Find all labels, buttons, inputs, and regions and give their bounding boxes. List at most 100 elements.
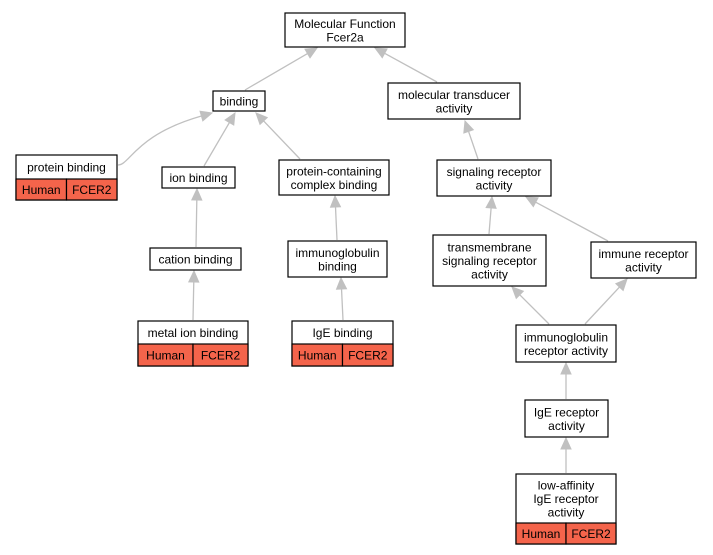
edge-complex-binding-to-binding bbox=[263, 120, 301, 160]
edge-binding-to-root bbox=[244, 52, 308, 91]
node-box bbox=[161, 166, 236, 189]
node-label-line: activity bbox=[625, 260, 662, 274]
edge-cation-binding-to-ion-binding bbox=[195, 199, 198, 248]
arrowhead bbox=[511, 286, 525, 300]
node-label-line: signaling receptor bbox=[447, 165, 542, 179]
arrowhead bbox=[524, 196, 539, 208]
arrowhead bbox=[255, 112, 269, 126]
node-box bbox=[436, 159, 552, 197]
node-label-line: receptor activity bbox=[524, 344, 608, 358]
tag-cell bbox=[65, 178, 118, 201]
edge-immune-receptor-to-signaling-receptor bbox=[535, 201, 609, 242]
tag-cell bbox=[341, 343, 394, 367]
gene-tag: FCER2 bbox=[201, 349, 241, 363]
arrowhead bbox=[329, 194, 342, 208]
node-box bbox=[278, 159, 390, 196]
arrowhead bbox=[199, 110, 214, 122]
arrowhead bbox=[304, 47, 319, 59]
node-label-line: metal ion binding bbox=[148, 326, 239, 340]
edge-ig-receptor-to-tm-signaling bbox=[519, 294, 550, 325]
node-label-line: signaling receptor bbox=[442, 254, 537, 268]
node-box bbox=[590, 241, 697, 279]
arrowhead bbox=[191, 187, 203, 201]
node-box bbox=[149, 247, 242, 271]
node-label-line: activity bbox=[548, 419, 585, 433]
node-label-line: immune receptor bbox=[598, 247, 688, 261]
node-label-line: activity bbox=[548, 506, 585, 520]
node-binding[interactable]: binding bbox=[212, 90, 266, 112]
node-label-line: protein-containing bbox=[286, 164, 381, 178]
tag-cell bbox=[192, 343, 249, 367]
node-label-line: binding bbox=[318, 259, 357, 273]
edge-metal-ion-to-cation-binding bbox=[192, 281, 195, 321]
node-label-line: molecular transducer bbox=[398, 88, 510, 102]
arrowhead bbox=[560, 436, 572, 450]
node-box bbox=[284, 12, 406, 48]
edge-signaling-receptor-to-transducer bbox=[467, 131, 479, 160]
node-label-line: ion binding bbox=[169, 171, 227, 185]
edge-ige-binding-to-ig-binding bbox=[340, 288, 344, 321]
node-cation-binding[interactable]: cation binding bbox=[149, 247, 242, 271]
gene-tag: FCER2 bbox=[348, 349, 388, 363]
node-box bbox=[387, 82, 521, 120]
node-label-line: IgE receptor bbox=[533, 492, 598, 506]
arrowhead bbox=[614, 278, 628, 292]
arrowhead bbox=[373, 47, 388, 59]
node-label-line: immunoglobulin bbox=[295, 246, 379, 260]
node-label-line: low-affinity bbox=[538, 479, 594, 493]
node-label-line: activity bbox=[476, 178, 513, 192]
node-box bbox=[212, 90, 266, 112]
arrowhead bbox=[224, 111, 236, 126]
node-label-line: IgE binding bbox=[312, 326, 372, 340]
node-box bbox=[515, 324, 617, 363]
node-label-line: activity bbox=[436, 101, 473, 115]
node-label-line: binding bbox=[220, 95, 259, 109]
node-box bbox=[287, 240, 388, 278]
node-ion-binding[interactable]: ion binding bbox=[161, 166, 236, 189]
node-box bbox=[432, 234, 547, 287]
gene-tag: FCER2 bbox=[571, 527, 611, 541]
edges-layer bbox=[117, 47, 628, 473]
node-label-line: Fcer2a bbox=[326, 30, 364, 44]
edge-ig-receptor-to-immune-receptor bbox=[584, 286, 620, 325]
species-tag: Human bbox=[522, 527, 561, 541]
node-label-line: transmembrane bbox=[447, 241, 531, 255]
arrowhead bbox=[560, 361, 572, 375]
node-label-line: Molecular Function bbox=[294, 17, 395, 31]
node-label-line: complex binding bbox=[291, 178, 378, 192]
node-label-line: activity bbox=[471, 268, 508, 282]
tag-cell bbox=[565, 522, 617, 545]
node-label-line: IgE receptor bbox=[534, 405, 599, 419]
node-label-line: immunoglobulin bbox=[524, 330, 608, 344]
species-tag: Human bbox=[146, 349, 185, 363]
edge-ig-binding-to-complex-binding bbox=[334, 206, 338, 241]
node-label-line: cation binding bbox=[158, 253, 232, 267]
edge-transducer-to-root bbox=[384, 52, 438, 83]
gene-tag: FCER2 bbox=[72, 183, 112, 197]
edge-tm-signaling-to-signaling-receptor bbox=[488, 207, 492, 235]
node-box bbox=[524, 399, 609, 438]
node-label-line: protein binding bbox=[27, 161, 106, 175]
species-tag: Human bbox=[22, 183, 61, 197]
arrowhead bbox=[463, 119, 475, 134]
edge-protein-binding-to-binding bbox=[117, 115, 202, 166]
arrowhead bbox=[187, 269, 200, 283]
arrowhead bbox=[335, 276, 348, 290]
species-tag: Human bbox=[298, 349, 337, 363]
edge-ion-binding-to-binding bbox=[203, 122, 231, 167]
